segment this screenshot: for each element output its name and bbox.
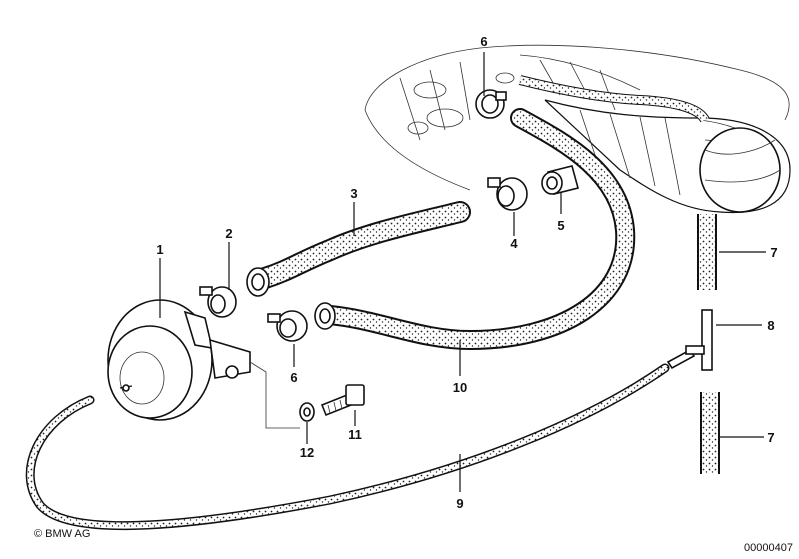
air-intake-duct — [544, 99, 791, 214]
callout-labels: 1 2 3 4 5 6 6 7 7 8 9 10 11 12 — [156, 34, 777, 511]
diagram-id: 00000407 — [744, 542, 793, 554]
hose-part-7-upper — [697, 214, 717, 290]
hose-part-3 — [246, 201, 471, 297]
connector-part-8 — [685, 309, 713, 371]
callout-11: 11 — [348, 427, 362, 442]
callout-4: 4 — [510, 236, 518, 251]
callout-12: 12 — [300, 445, 314, 460]
callout-8: 8 — [767, 318, 774, 333]
callout-1: 1 — [156, 242, 163, 257]
copyright-text: © BMW AG — [34, 528, 90, 540]
clamp-part-6-upper — [475, 89, 507, 119]
callout-7-lower: 7 — [767, 430, 774, 445]
callout-10: 10 — [453, 380, 467, 395]
leader-lines — [159, 52, 766, 492]
callout-3: 3 — [350, 186, 357, 201]
callout-9: 9 — [456, 496, 463, 511]
hose-part-10 — [314, 108, 636, 351]
clamp-part-2 — [199, 286, 237, 318]
callout-7-upper: 7 — [770, 245, 777, 260]
callout-6-upper: 6 — [480, 34, 487, 49]
clamp-part-6-lower — [267, 310, 308, 342]
screw-part-11 — [320, 384, 365, 417]
clamp-part-4 — [487, 177, 528, 211]
callout-6-lower: 6 — [290, 370, 297, 385]
vacuum-unit-part-1 — [107, 299, 251, 421]
washer-part-12 — [299, 402, 315, 422]
sleeve-part-5 — [541, 165, 579, 195]
manifold-vacuum-line — [518, 75, 710, 123]
callout-2: 2 — [225, 226, 232, 241]
intake-manifold-outline — [364, 44, 790, 191]
hose-part-7-lower — [700, 392, 720, 474]
callout-5: 5 — [557, 218, 564, 233]
